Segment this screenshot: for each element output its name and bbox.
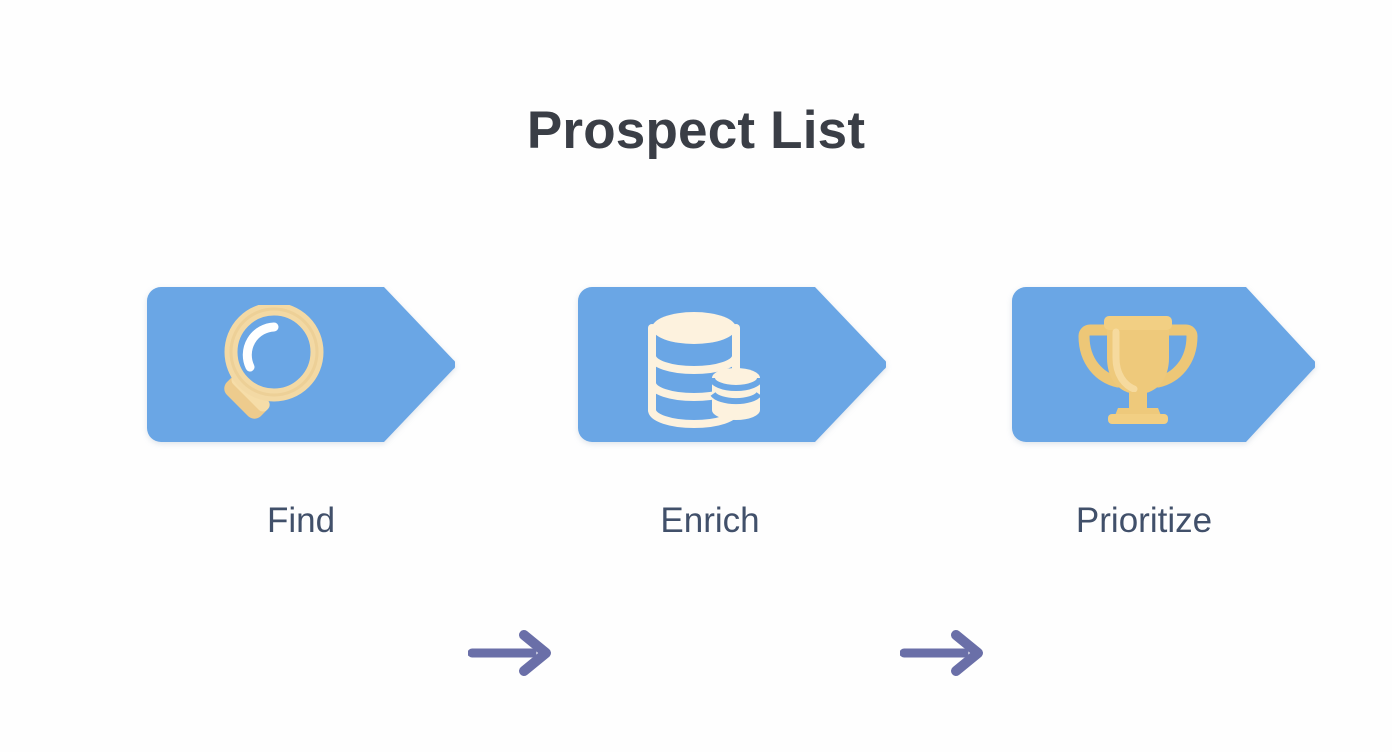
step-label-prioritize: Prioritize bbox=[1075, 501, 1213, 540]
chevron-icon bbox=[578, 287, 886, 442]
chevron-shape-prioritize bbox=[1012, 287, 1315, 442]
chevron-icon bbox=[1012, 287, 1315, 442]
flow-step-enrich[interactable] bbox=[578, 287, 886, 442]
flow-step-prioritize[interactable] bbox=[1012, 287, 1315, 442]
chevron-shape-find bbox=[147, 287, 455, 442]
chevron-icon bbox=[147, 287, 455, 442]
arrow-right-icon bbox=[468, 630, 551, 676]
arrow-right-icon bbox=[900, 630, 983, 676]
step-label-enrich: Enrich bbox=[660, 501, 760, 540]
process-flow bbox=[0, 287, 1392, 676]
connector-arrow-2 bbox=[900, 627, 990, 679]
page-title: Prospect List bbox=[526, 101, 866, 160]
flow-step-find[interactable] bbox=[147, 287, 455, 442]
chevron-shape-enrich bbox=[578, 287, 886, 442]
step-label-find: Find bbox=[266, 501, 336, 540]
connector-arrow-1 bbox=[468, 627, 558, 679]
